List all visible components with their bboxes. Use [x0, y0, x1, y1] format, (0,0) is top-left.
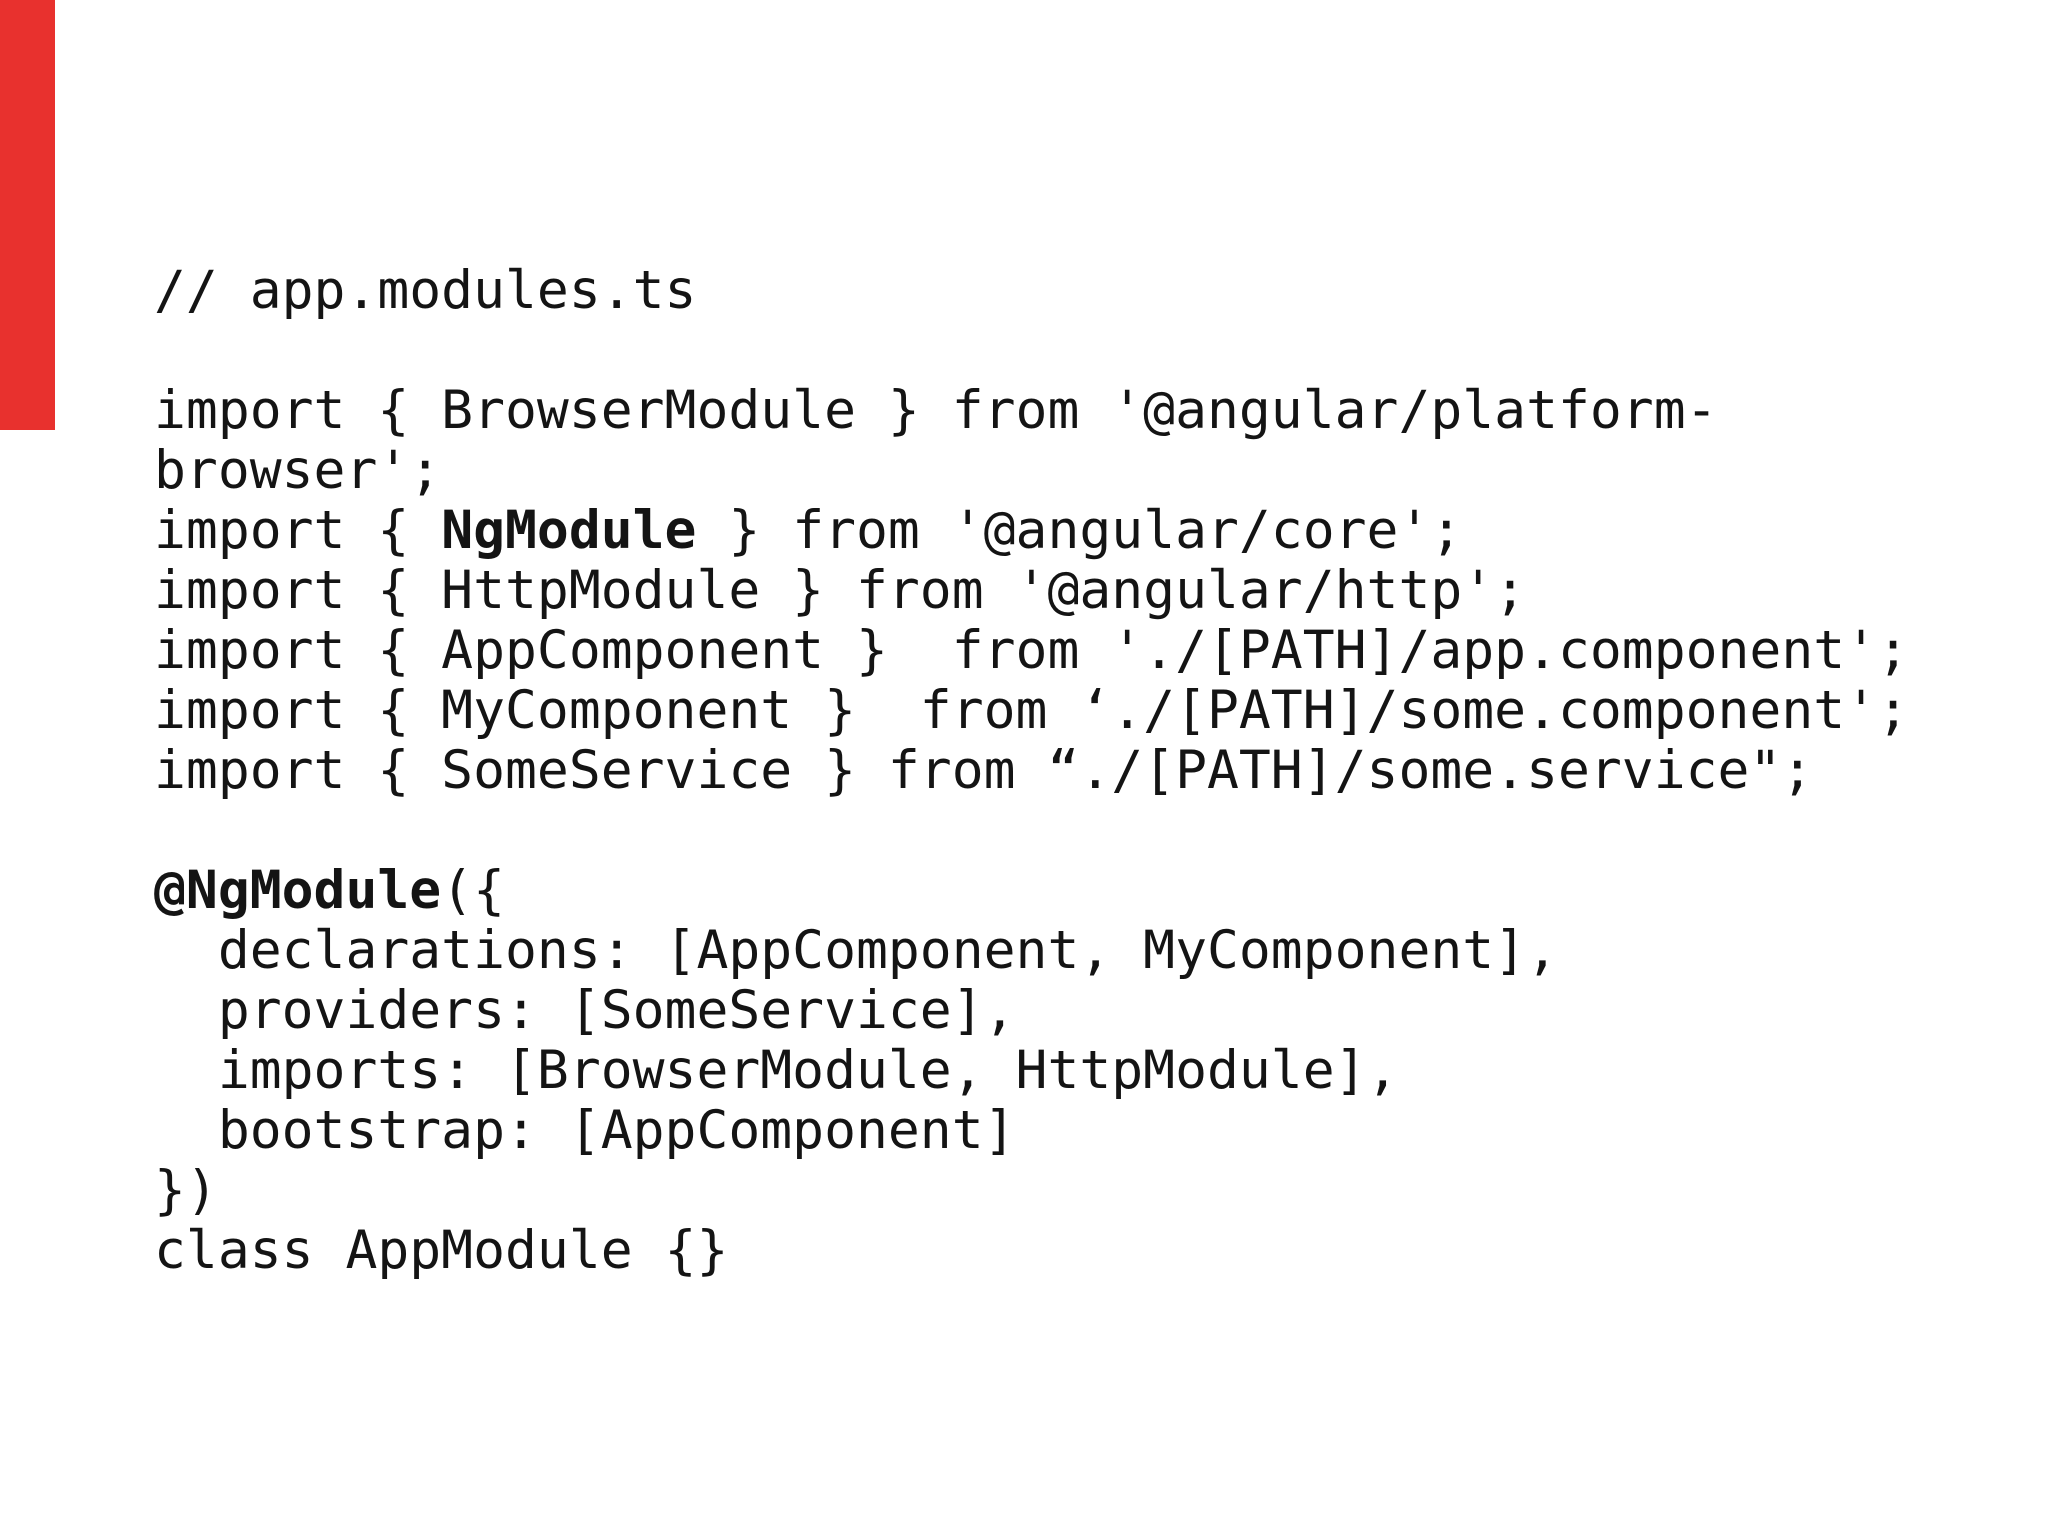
code-line-import-mycomponent: import { MyComponent } from ‘./[PATH]/so… [154, 681, 1909, 741]
code-line-import-someservice: import { SomeService } from “./[PATH]/so… [154, 741, 1909, 801]
code-text-bold: NgModule [441, 500, 697, 561]
code-line-import-browsermodule-wrap: browser'; [154, 441, 1909, 501]
code-text: import { SomeService } from “./[PATH]/so… [154, 740, 1814, 801]
code-text: declarations: [AppComponent, MyComponent… [154, 920, 1558, 981]
code-line-close-paren: }) [154, 1161, 1909, 1221]
code-line-import-appcomponent: import { AppComponent } from './[PATH]/a… [154, 621, 1909, 681]
code-block: // app.modules.ts import { BrowserModule… [154, 261, 1909, 1281]
code-text: bootstrap: [AppComponent] [154, 1100, 1016, 1161]
code-line-imports: imports: [BrowserModule, HttpModule], [154, 1041, 1909, 1101]
code-line-import-httpmodule: import { HttpModule } from '@angular/htt… [154, 561, 1909, 621]
code-text: } from '@angular/core'; [696, 500, 1463, 561]
code-text: import { [154, 500, 442, 561]
code-text: import { AppComponent } from './[PATH]/a… [154, 620, 1909, 681]
code-text: import { MyComponent } from ‘./[PATH]/so… [154, 680, 1909, 741]
code-line-import-ngmodule: import { NgModule } from '@angular/core'… [154, 501, 1909, 561]
code-text: providers: [SomeService], [154, 980, 1016, 1041]
code-line-import-browsermodule: import { BrowserModule } from '@angular/… [154, 381, 1909, 441]
code-line-declarations: declarations: [AppComponent, MyComponent… [154, 921, 1909, 981]
code-line-comment: // app.modules.ts [154, 261, 1909, 321]
code-line-blank [154, 321, 1909, 381]
code-line-bootstrap: bootstrap: [AppComponent] [154, 1101, 1909, 1161]
code-text: import { BrowserModule } from '@angular/… [154, 380, 1718, 441]
code-line-ngmodule-decorator: @NgModule({ [154, 861, 1909, 921]
code-text: class AppModule {} [154, 1220, 729, 1281]
code-line-blank [154, 801, 1909, 861]
code-text: // app.modules.ts [154, 260, 697, 321]
code-text: imports: [BrowserModule, HttpModule], [154, 1040, 1399, 1101]
code-text: browser'; [154, 440, 442, 501]
code-text-bold: @NgModule [154, 860, 442, 921]
red-accent-bar [0, 0, 55, 430]
code-line-providers: providers: [SomeService], [154, 981, 1909, 1041]
code-text: }) [154, 1160, 218, 1221]
code-line-class-appmodule: class AppModule {} [154, 1221, 1909, 1281]
code-text: ({ [441, 860, 506, 921]
code-text: import { HttpModule } from '@angular/htt… [154, 560, 1527, 621]
